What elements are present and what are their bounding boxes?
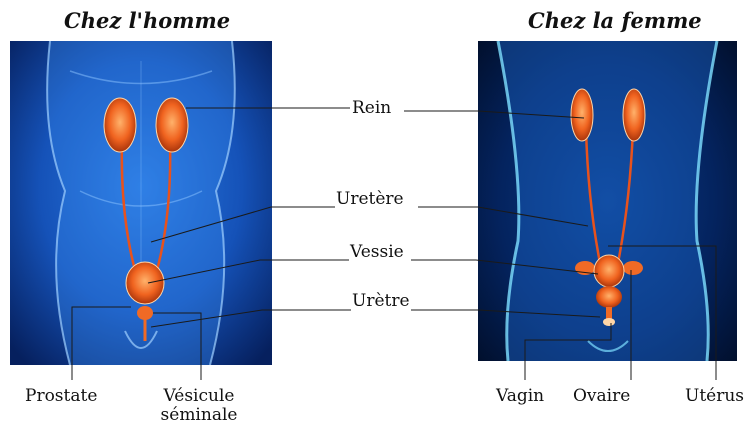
urethra-label: Urètre bbox=[352, 292, 410, 311]
bladder-label: Vessie bbox=[350, 243, 404, 262]
seminal-vesicle-label-line1: Vésicule bbox=[157, 387, 241, 406]
kidney-label: Rein bbox=[352, 99, 391, 118]
seminal-vesicle-label-line2: séminale bbox=[157, 406, 241, 425]
ovary-label: Ovaire bbox=[573, 387, 630, 406]
seminal-vesicle-label: Vésicule séminale bbox=[157, 387, 241, 425]
female-anatomy-illustration bbox=[478, 41, 737, 361]
vagina-label: Vagin bbox=[496, 387, 544, 406]
prostate-label: Prostate bbox=[25, 387, 97, 406]
male-anatomy-illustration bbox=[10, 41, 272, 365]
female-title: Chez la femme bbox=[528, 8, 702, 33]
male-title: Chez l'homme bbox=[64, 8, 230, 33]
ureter-label: Uretère bbox=[336, 190, 404, 209]
uterus-label: Utérus bbox=[685, 387, 744, 406]
